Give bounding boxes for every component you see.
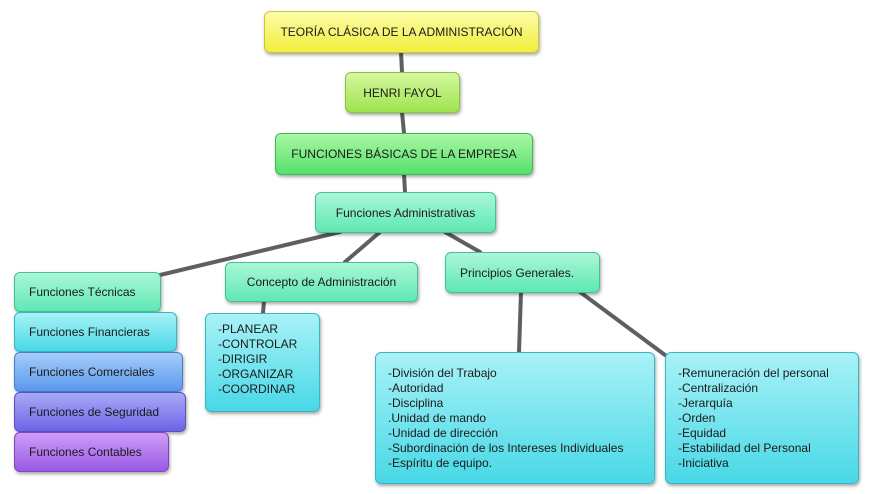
- principio-item: -Jerarquía: [678, 396, 733, 410]
- concepto-node: Concepto de Administración: [225, 262, 418, 302]
- funciones-tecnicas-node: Funciones Técnicas: [14, 272, 161, 312]
- connector-administrativas-concepto: [343, 230, 382, 264]
- principio-item: -Unidad de dirección: [388, 426, 499, 440]
- funciones-basicas-node: FUNCIONES BÁSICAS DE LA EMPRESA: [275, 133, 533, 175]
- principio-item: -Equidad: [678, 426, 727, 440]
- concepto-item: -PLANEAR: [218, 322, 279, 336]
- title-text: TEORÍA CLÁSICA DE LA ADMINISTRACIÓN: [280, 25, 523, 39]
- funciones-administrativas-text: Funciones Administrativas: [335, 205, 476, 220]
- funciones-seguridad-text: Funciones de Seguridad: [29, 405, 160, 419]
- connector-title-author: [399, 50, 404, 74]
- connector-author-basicas: [400, 110, 406, 135]
- funciones-comerciales-node: Funciones Comerciales: [14, 352, 183, 392]
- funciones-administrativas-node: Funciones Administrativas: [315, 192, 496, 233]
- principio-item: -Espíritu de equipo.: [388, 456, 493, 470]
- concepto-item: -COORDINAR: [218, 382, 296, 396]
- principio-item: -Estabilidad del Personal: [678, 441, 811, 455]
- principio-item: -Disciplina: [388, 396, 444, 410]
- principio-item: -División del Trabajo: [388, 366, 497, 380]
- principio-item: -Centralización: [678, 381, 759, 395]
- connector-principios-list1: [517, 290, 523, 354]
- concepto-text: Concepto de Administración: [246, 275, 397, 289]
- connector-principios-list2: [578, 290, 667, 357]
- principio-item: -Iniciativa: [678, 456, 729, 470]
- connector-basicas-administrativas: [402, 172, 407, 194]
- principios-list-2-node: -Remuneración del personal -Centralizaci…: [665, 352, 859, 484]
- principios-list-1-node: -División del Trabajo -Autoridad -Discip…: [375, 352, 655, 484]
- author-node: HENRI FAYOL: [345, 72, 460, 113]
- funciones-seguridad-node: Funciones de Seguridad: [14, 392, 186, 432]
- concepto-items-node: -PLANEAR -CONTROLAR -DIRIGIR -ORGANIZAR …: [205, 313, 320, 412]
- principio-item: .Unidad de mando: [388, 411, 487, 425]
- funciones-financieras-node: Funciones Financieras: [14, 312, 177, 352]
- principios-text: Principios Generales.: [460, 265, 575, 280]
- funciones-contables-text: Funciones Contables: [29, 445, 142, 459]
- connector-administrativas-tecnicas: [158, 230, 342, 277]
- funciones-basicas-text: FUNCIONES BÁSICAS DE LA EMPRESA: [291, 147, 517, 161]
- concepto-item: -CONTROLAR: [218, 337, 298, 351]
- principio-item: -Subordinación de los Intereses Individu…: [388, 441, 624, 455]
- funciones-contables-node: Funciones Contables: [14, 432, 169, 472]
- principio-item: -Remuneración del personal: [678, 366, 829, 380]
- connector-concepto-items: [261, 299, 266, 315]
- connector-administrativas-principios: [443, 230, 482, 254]
- concepto-item: -ORGANIZAR: [218, 367, 294, 381]
- principios-node: Principios Generales.: [445, 252, 600, 293]
- principio-item: -Orden: [678, 411, 716, 425]
- principio-item: -Autoridad: [388, 381, 444, 395]
- funciones-financieras-text: Funciones Financieras: [29, 325, 150, 339]
- concepto-item: -DIRIGIR: [218, 352, 268, 366]
- title-node: TEORÍA CLÁSICA DE LA ADMINISTRACIÓN: [264, 11, 539, 53]
- funciones-tecnicas-text: Funciones Técnicas: [29, 285, 136, 299]
- author-text: HENRI FAYOL: [363, 85, 442, 100]
- funciones-comerciales-text: Funciones Comerciales: [29, 365, 155, 379]
